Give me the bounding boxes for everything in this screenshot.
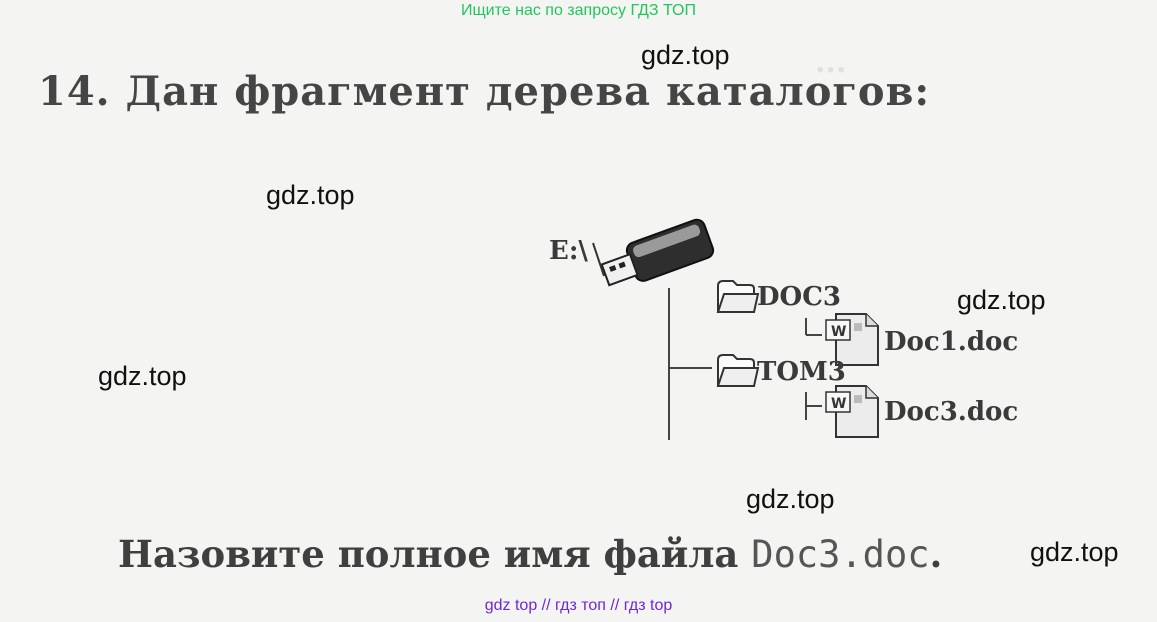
word-document-icon: W <box>825 313 879 366</box>
svg-text:W: W <box>831 324 846 340</box>
folder-label: DOC3 <box>757 282 841 312</box>
search-promo-link[interactable]: Ищите нас по запросу ГДЗ ТОП <box>461 2 696 19</box>
link-separator: // <box>541 597 551 614</box>
folder-icon <box>716 354 760 387</box>
root-drive-label: E:\ <box>549 236 588 266</box>
question-filename: Doc3.doc <box>751 533 930 576</box>
usb-drive-icon <box>600 218 715 287</box>
question-text: Назовите полное имя файла Doc3.doc. <box>118 532 942 576</box>
question-prefix: Назовите полное имя файла <box>118 532 739 576</box>
question-suffix: . <box>929 532 943 576</box>
bottom-link[interactable]: гдз top <box>623 597 673 614</box>
bleed-text: ... <box>815 45 847 80</box>
watermark: gdz.top <box>746 484 835 514</box>
bottom-links: gdz top // гдз топ // гдз top <box>0 597 1157 615</box>
word-document-icon: W <box>825 385 879 438</box>
exercise-title: 14. Дан фрагмент дерева каталогов: <box>38 68 931 115</box>
link-separator: // <box>610 597 620 614</box>
folder-icon <box>716 280 760 313</box>
bottom-link[interactable]: гдз топ <box>555 597 606 614</box>
watermark: gdz.top <box>266 180 355 210</box>
bottom-link[interactable]: gdz top <box>484 597 538 614</box>
file-label: Doc1.doc <box>884 327 1019 357</box>
folder-label: TOM3 <box>757 357 846 387</box>
file-label: Doc3.doc <box>884 397 1019 427</box>
root-backslash <box>592 242 605 277</box>
svg-text:W: W <box>831 396 846 412</box>
watermark: gdz.top <box>98 361 187 391</box>
watermark: gdz.top <box>1030 537 1119 567</box>
watermark: gdz.top <box>641 40 730 70</box>
watermark: gdz.top <box>957 285 1046 315</box>
